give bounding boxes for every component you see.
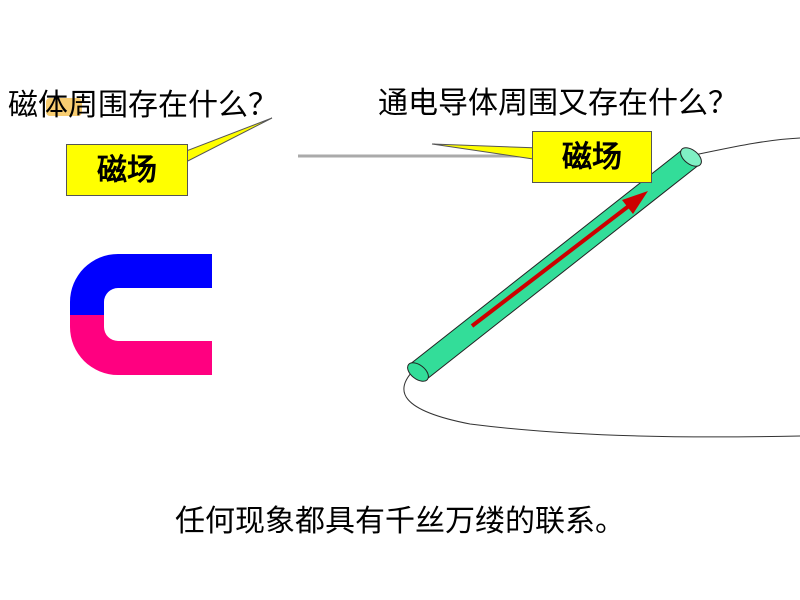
rod-end-bottom <box>407 362 429 382</box>
current-arrow-head <box>622 191 648 214</box>
wire-lead <box>693 137 800 156</box>
callout-answer-conductor: 磁场 <box>532 131 652 183</box>
current-arrow-shaft <box>470 200 636 328</box>
horseshoe-magnet <box>70 254 212 375</box>
magnet-north-half <box>70 254 212 315</box>
callout-pointer-conductor <box>431 143 541 161</box>
magnet-south-half <box>70 315 212 375</box>
callout-answer-magnet: 磁场 <box>66 144 188 196</box>
question-conductor: 通电导体周围又存在什么？ <box>378 86 738 121</box>
wire-loop <box>403 371 800 438</box>
conductor-rod <box>407 147 702 382</box>
conclusion-text: 任何现象都具有千丝万缕的联系。 <box>175 504 625 539</box>
text-highlight <box>46 98 82 116</box>
rod-end-top <box>680 147 702 167</box>
question-magnet: 磁体周围存在什么？ <box>8 88 278 123</box>
